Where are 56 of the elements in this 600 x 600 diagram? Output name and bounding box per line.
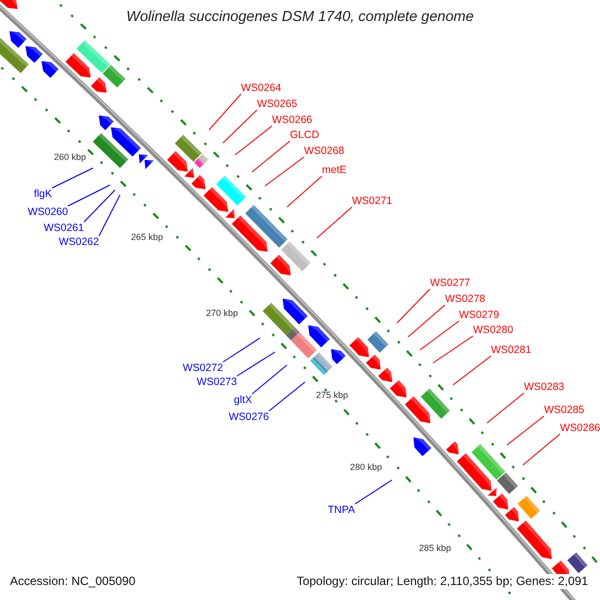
leader-line xyxy=(252,364,288,394)
gene-label: WS0276 xyxy=(228,411,269,423)
leader-line xyxy=(268,382,306,412)
gene-label: metE xyxy=(322,164,347,176)
leader-line xyxy=(234,126,272,156)
footer-text: Accession: NC_005090 xyxy=(8,574,138,588)
leader-line xyxy=(68,184,110,206)
leader-line xyxy=(236,352,276,376)
gene-label: WS0268 xyxy=(304,145,344,157)
leader-line xyxy=(98,194,120,236)
gene-label: WS0279 xyxy=(459,309,500,321)
gene-label: WS0271 xyxy=(352,195,392,207)
gene-label: WS0262 xyxy=(58,236,99,248)
gene-label: WS0264 xyxy=(241,82,282,94)
leader-line xyxy=(208,94,242,130)
leader-line xyxy=(264,156,304,186)
gene-label: WS0277 xyxy=(430,277,470,289)
gene-label: WS0285 xyxy=(544,404,584,416)
gene-label: flgK xyxy=(34,188,52,200)
leader-line xyxy=(396,288,430,324)
gene-label: WS0261 xyxy=(44,222,84,234)
gene-label: WS0273 xyxy=(196,376,237,388)
leader-line xyxy=(222,110,258,144)
tick-label: 280 kbp xyxy=(350,462,382,472)
leader-line xyxy=(522,434,560,466)
leader-line xyxy=(354,480,392,504)
leader-line xyxy=(506,416,544,446)
gene-label: WS0260 xyxy=(28,206,68,218)
tick-label: 260 kbp xyxy=(54,152,86,162)
gene-label: GLCD xyxy=(290,129,320,141)
gene-label: gltX xyxy=(234,394,252,406)
gene-label: WS0272 xyxy=(182,362,223,374)
tick-label: 275 kbp xyxy=(316,390,348,400)
gene-label: WS0283 xyxy=(524,381,564,393)
gene-label: WS0280 xyxy=(473,324,514,336)
title: Wolinella succinogenes DSM 1740, complete genome xyxy=(125,9,475,25)
leader-line xyxy=(252,140,290,172)
leader-line xyxy=(286,176,322,208)
leader-line xyxy=(420,320,460,350)
tick-label: 285 kbp xyxy=(418,542,452,554)
leader-line xyxy=(316,206,352,238)
gene-label: WS0266 xyxy=(272,114,312,126)
leader-line xyxy=(408,304,446,338)
leader-line xyxy=(452,356,492,386)
leader-line xyxy=(222,338,260,362)
gene-label: WS0278 xyxy=(445,293,486,305)
tick-label: 270 kbp xyxy=(206,308,238,318)
gene-label: WS0286 xyxy=(560,422,600,434)
leader-line xyxy=(432,336,474,364)
leader-line xyxy=(486,392,524,424)
gene-label: TNPA xyxy=(328,504,355,516)
tick-label: 265 kbp xyxy=(130,232,164,242)
leader-line xyxy=(84,190,116,222)
gene-label: WS0281 xyxy=(491,344,532,356)
leader-line xyxy=(52,168,94,188)
gene-label: WS0265 xyxy=(257,98,298,110)
